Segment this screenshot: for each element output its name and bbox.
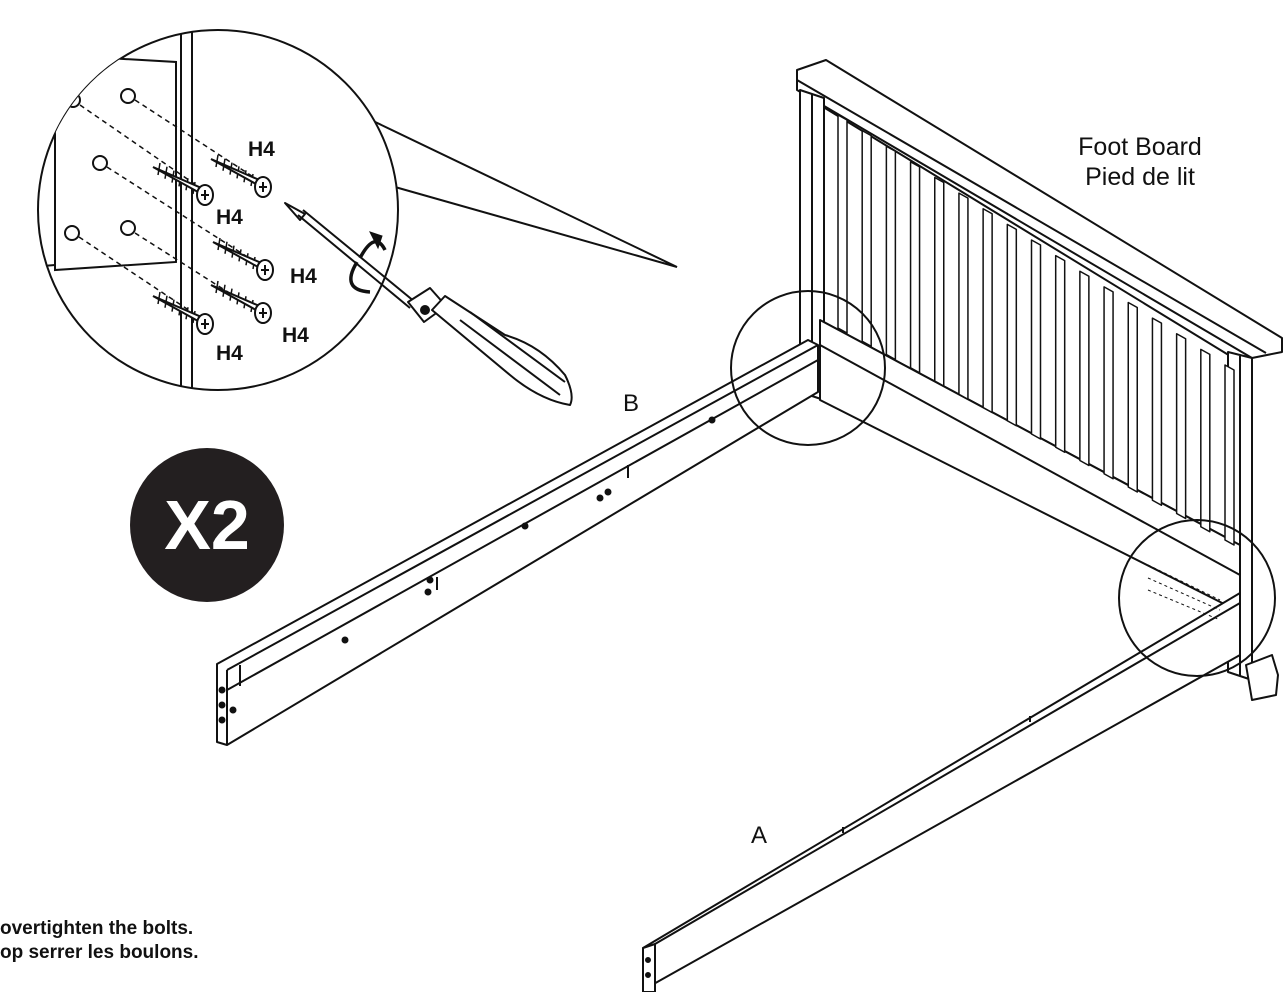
foot-board-slat [1103,286,1114,480]
foot-board-slat [982,208,993,414]
foot-board-slat [861,129,872,347]
foot-board [796,59,1283,701]
quantity-badge: X2 [130,448,284,602]
screw-label-h4: H4 [282,324,309,347]
foot-board-label-fr: Pied de lit [1085,163,1195,191]
side-rail-b [216,339,819,746]
foot-board-slat [1127,301,1138,493]
screw-h4-icon [210,280,272,324]
screw-label-h4: H4 [248,138,275,161]
warning-note: overtighten the bolts. op serrer les bou… [0,917,199,965]
foot-board-slat [958,192,969,400]
screw-h4-icon [152,162,214,206]
rail-a-label: A [751,822,768,849]
warning-note-en: overtighten the bolts. [0,918,194,939]
foot-board-label-en: Foot Board [1078,133,1202,161]
foot-board-slat [909,161,921,374]
foot-board-slat [1200,348,1211,533]
screw-h4-icon [210,154,272,198]
screw-label-h4: H4 [216,342,243,365]
foot-board-slat [1224,364,1235,546]
rotation-arrow-icon [349,231,387,294]
screw-h4-icon [152,291,214,335]
foot-board-slat [1151,317,1163,506]
detail-magnified-view [37,29,399,391]
joint-zoom-circle-front [1118,519,1276,677]
foot-board-slat [1006,223,1018,427]
screw-label-h4: H4 [216,206,243,229]
foot-board-label: Foot Board Pied de lit [1060,132,1220,192]
side-rail-a [642,592,1241,992]
rail-b-label: B [623,390,640,417]
warning-note-fr: op serrer les boulons. [0,942,199,963]
foot-board-slat [837,114,848,334]
foot-board-slat [1175,333,1187,520]
screwdriver-icon [284,202,573,406]
foot-board-slat [934,176,945,387]
foot-board-slat [885,145,897,361]
screw-h4-icon [212,237,274,281]
foot-board-slat [1079,270,1090,467]
foot-board-slat [1054,254,1066,453]
detail-callout-pointer [370,119,678,268]
screw-label-h4: H4 [290,265,317,288]
foot-board-slat [1030,239,1042,440]
joint-zoom-circle-back [730,290,886,446]
